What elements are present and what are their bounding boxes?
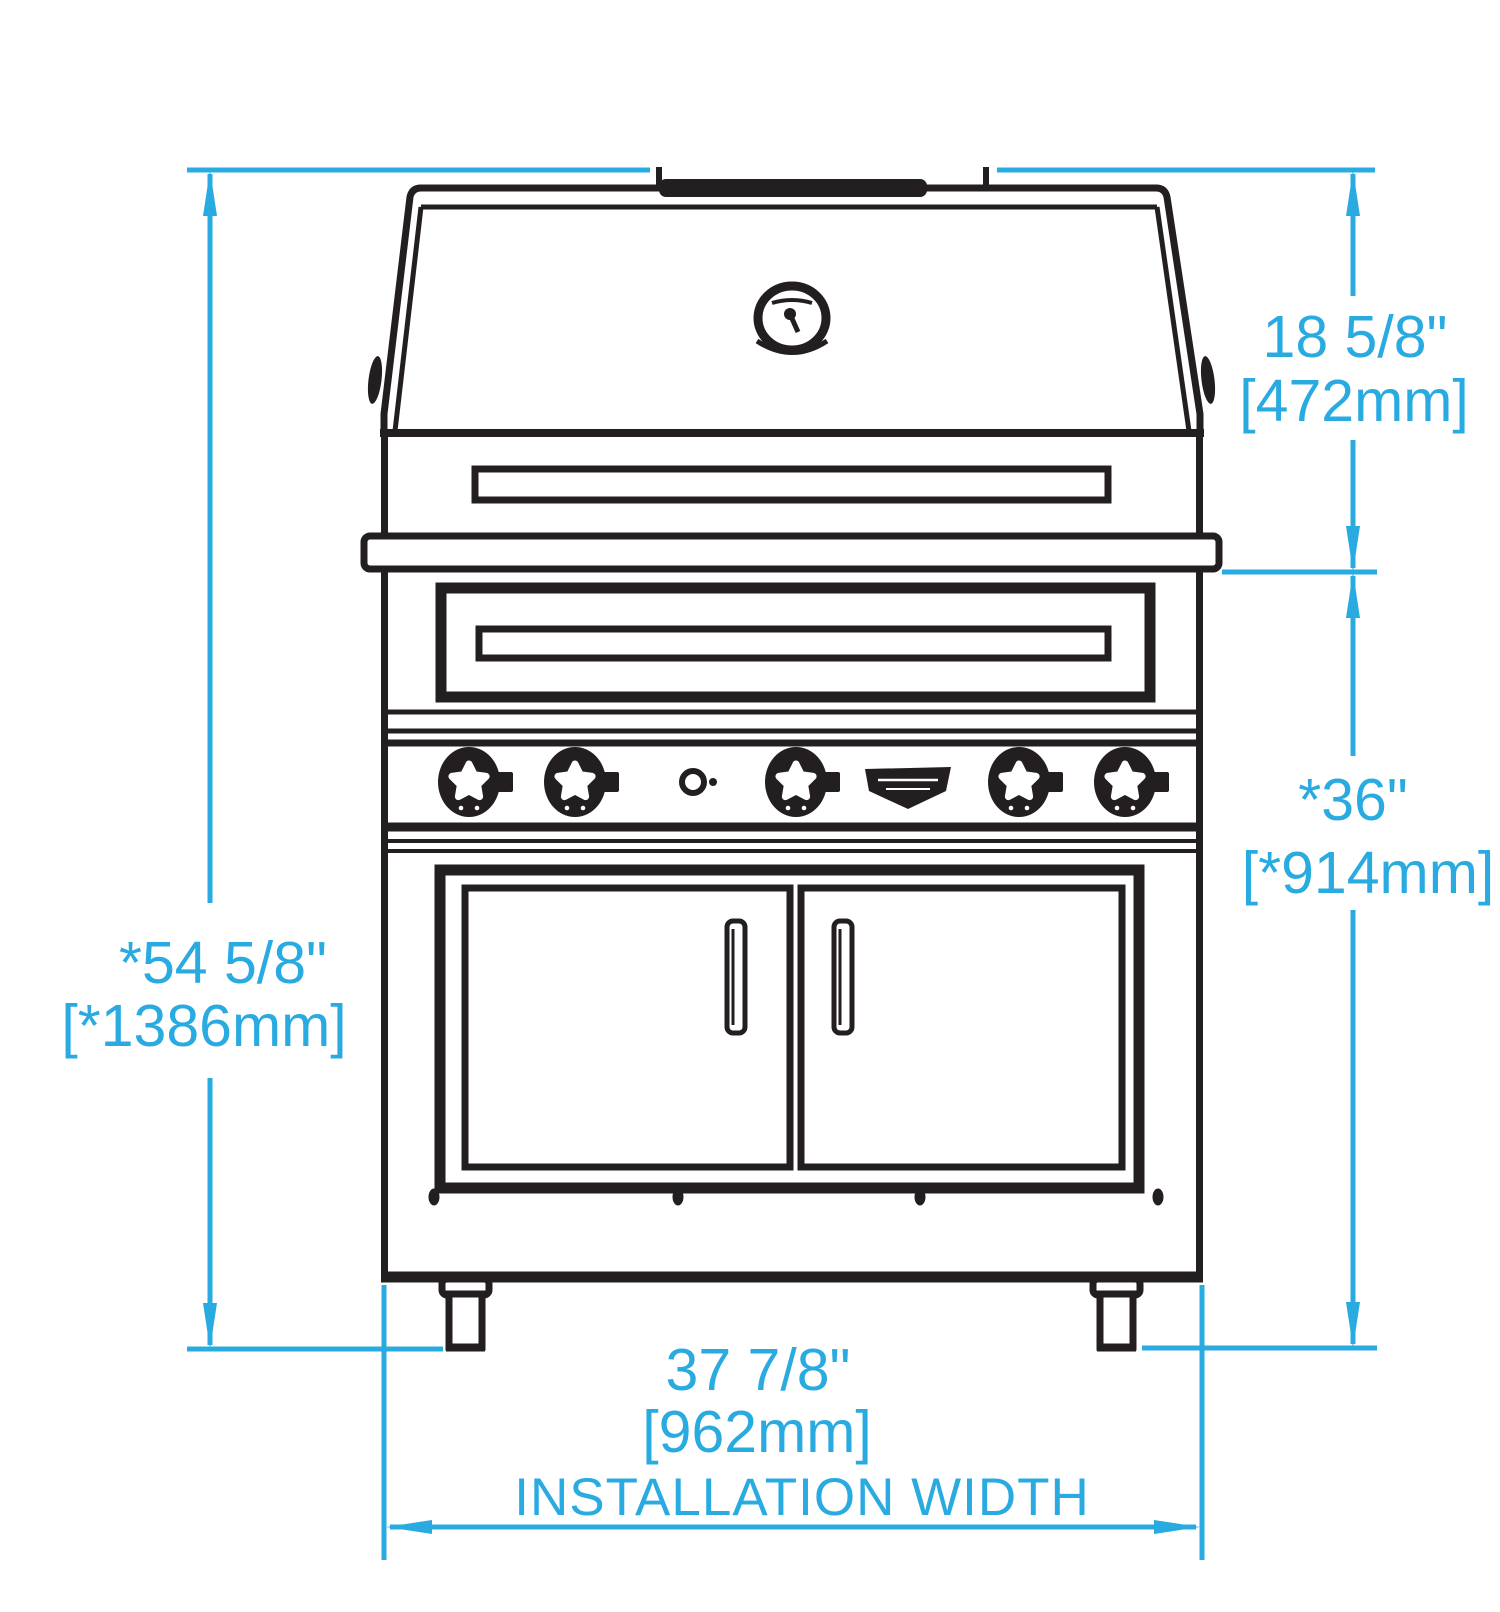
- arrow-up-icon: [203, 170, 217, 216]
- hood-hinge-left: [367, 356, 383, 404]
- arrow-up-icon: [1346, 170, 1360, 216]
- dim-install-width-inches: 37 7/8": [666, 1337, 851, 1403]
- arrow-down-icon: [1346, 526, 1360, 572]
- dim-body-height-inches: *36": [1298, 767, 1408, 833]
- dim-install-width-caption: INSTALLATION WIDTH: [514, 1468, 1090, 1527]
- control-panel: [438, 747, 1169, 817]
- door-frame: [434, 864, 1145, 1194]
- dim-hood-height-metric: [472mm]: [1239, 368, 1469, 434]
- foot-right: [1089, 1275, 1144, 1352]
- dim-overall-height-inches: *54 5/8": [119, 930, 327, 996]
- dim-hood-height: 18 5/8" [472mm]: [997, 167, 1469, 575]
- dim-installation-width: 37 7/8" [962mm] INSTALLATION WIDTH: [381, 1285, 1205, 1560]
- hood-handle: [656, 167, 989, 197]
- hood-hinge-right: [1200, 356, 1216, 404]
- arrow-up-icon: [1346, 572, 1360, 618]
- dim-body-height: *36" [*914mm]: [1142, 572, 1494, 1351]
- brand-badge: [865, 767, 951, 809]
- dim-overall-height-metric: [*1386mm]: [61, 993, 346, 1059]
- cabinet: [381, 864, 1203, 1283]
- firebox: [381, 569, 1203, 1272]
- door-handle-left: [724, 918, 748, 1036]
- igniter-button: [679, 768, 717, 796]
- cabinet-door-left: [461, 884, 794, 1171]
- arrow-down-icon: [203, 1303, 217, 1349]
- cabinet-door-right: [797, 884, 1126, 1171]
- drip-tray-panel: [435, 582, 1156, 703]
- thermometer-icon: [753, 281, 831, 355]
- vent-slot-upper: [471, 465, 1112, 504]
- foot-left: [438, 1275, 493, 1352]
- vent-holes: [428, 1188, 1164, 1206]
- dim-hood-height-inches: 18 5/8": [1263, 304, 1448, 370]
- grill-drawing: [360, 167, 1223, 1352]
- control-knob-1: [438, 747, 513, 817]
- warming-rack-band: [381, 433, 1203, 536]
- control-knob-4: [988, 747, 1063, 817]
- dim-overall-height: *54 5/8" [*1386mm]: [61, 167, 650, 1352]
- door-handle-right: [831, 918, 855, 1036]
- control-knob-5: [1094, 747, 1169, 817]
- side-shelf: [360, 532, 1223, 573]
- dim-body-height-metric: [*914mm]: [1242, 840, 1494, 906]
- hood: [367, 167, 1216, 437]
- arrow-down-icon: [1346, 1302, 1360, 1348]
- arrow-right-icon: [1154, 1520, 1200, 1534]
- drip-tray-slot: [475, 625, 1112, 662]
- dim-install-width-metric: [962mm]: [642, 1399, 872, 1465]
- control-knob-2: [544, 747, 619, 817]
- arrow-left-icon: [386, 1520, 432, 1534]
- control-knob-3: [765, 747, 840, 817]
